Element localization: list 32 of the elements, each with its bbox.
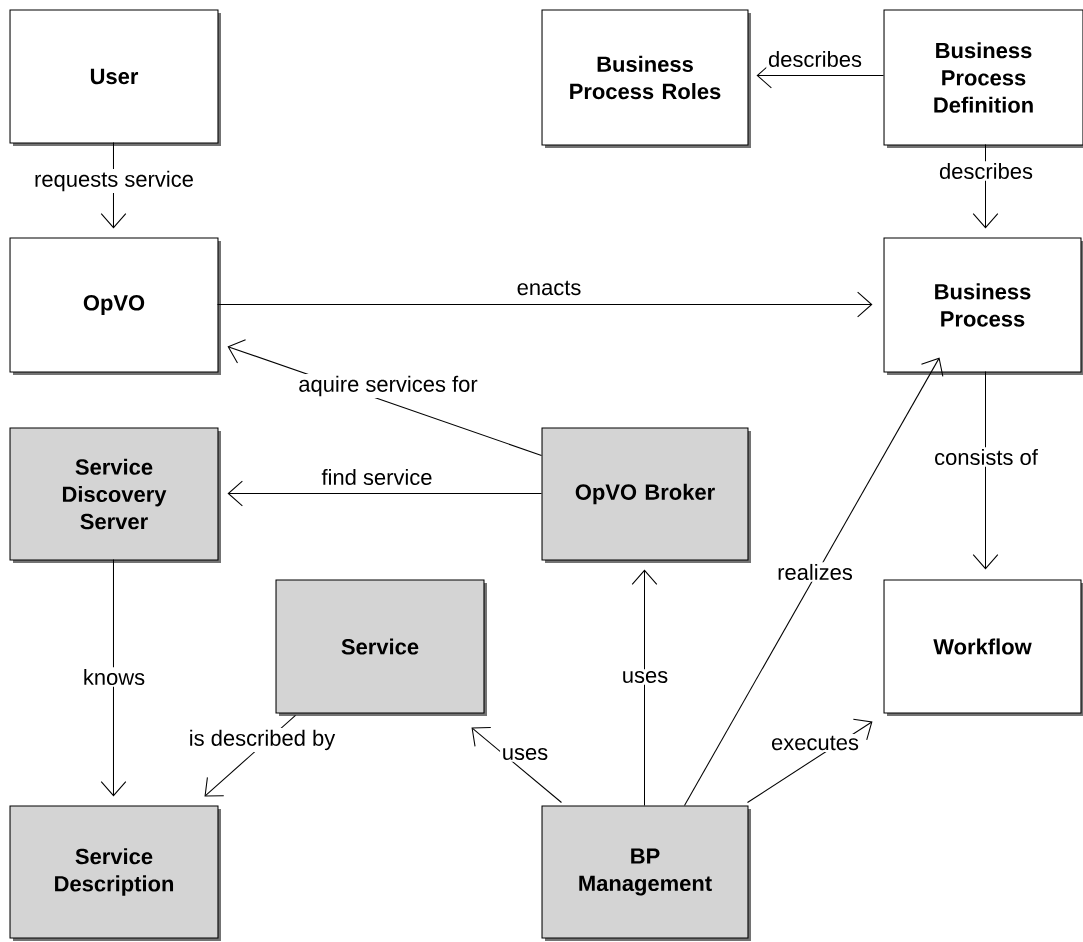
edge-label: realizes — [775, 562, 855, 582]
process-box: Workflow — [883, 579, 1083, 716]
edge-label: uses — [620, 669, 670, 685]
arrow — [100, 558, 127, 797]
edge-label: is described by — [187, 728, 337, 752]
edge-label: aquire services for — [296, 374, 480, 398]
edge-label: enacts — [514, 279, 584, 297]
arrow — [972, 370, 999, 570]
arrow — [216, 291, 873, 318]
process-box: BP Management — [541, 805, 751, 941]
process-box: Service — [275, 579, 487, 716]
arrow — [683, 357, 944, 806]
process-box: Business Process Roles — [541, 9, 751, 148]
edge-label: find service — [319, 467, 435, 487]
edge-label: requests service — [32, 169, 196, 193]
process-box: OpVO — [9, 237, 221, 375]
edge-label: knows — [81, 667, 147, 687]
process-box: Business Process — [883, 237, 1083, 375]
arrow — [227, 480, 543, 507]
arrow — [972, 143, 999, 229]
process-box: Service Description — [9, 805, 221, 941]
process-box: Service Discovery Server — [9, 427, 221, 563]
edge-label: consists of — [932, 447, 1040, 467]
process-box: User — [9, 9, 221, 146]
process-box: Business Process Definition — [883, 9, 1083, 148]
edge-label: uses — [500, 746, 550, 762]
edge-label: executes — [769, 734, 861, 752]
edge-label: describes — [937, 161, 1035, 181]
process-box: OpVO Broker — [541, 427, 751, 563]
edge-label: describes — [766, 49, 864, 69]
arrow — [471, 727, 563, 803]
arrow — [631, 569, 658, 806]
